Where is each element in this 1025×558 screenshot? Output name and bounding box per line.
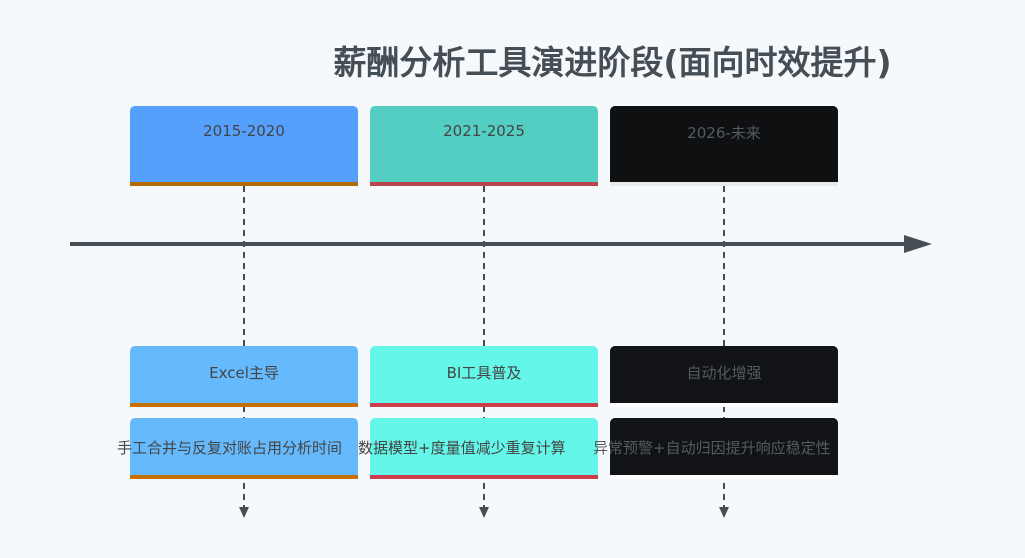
stage-label: 自动化增强 — [686, 364, 762, 382]
period-box-1: 2015-2020 — [130, 106, 358, 186]
period-box-2: 2021-2025 — [370, 106, 598, 186]
desc-text-2: 数据模型+度量值减少重复计算 — [358, 439, 566, 457]
stage-box-3: 自动化增强 — [610, 346, 838, 407]
desc-box-2 — [370, 418, 598, 479]
desc-box-1 — [130, 418, 358, 479]
connector-arrow-3 — [719, 507, 729, 518]
desc-text-3: 异常预警+自动归因提升响应稳定性 — [593, 439, 831, 457]
page-title: 薪酬分析工具演进阶段(面向时效提升) — [333, 43, 892, 82]
stage-label: Excel主导 — [209, 364, 279, 382]
timeline-arrowhead — [904, 235, 932, 253]
period-label: 2021-2025 — [443, 122, 525, 140]
period-box-3: 2026-未来 — [610, 106, 838, 186]
period-label: 2015-2020 — [203, 122, 285, 140]
stage-box-2: BI工具普及 — [370, 346, 598, 407]
connector-arrow-1 — [239, 507, 249, 518]
stage-label: BI工具普及 — [446, 364, 522, 382]
period-label: 2026-未来 — [687, 124, 761, 142]
connector-arrow-2 — [479, 507, 489, 518]
stage-box-1: Excel主导 — [130, 346, 358, 407]
desc-text-1: 手工合并与反复对账占用分析时间 — [117, 439, 343, 457]
desc-box-3 — [610, 418, 838, 479]
